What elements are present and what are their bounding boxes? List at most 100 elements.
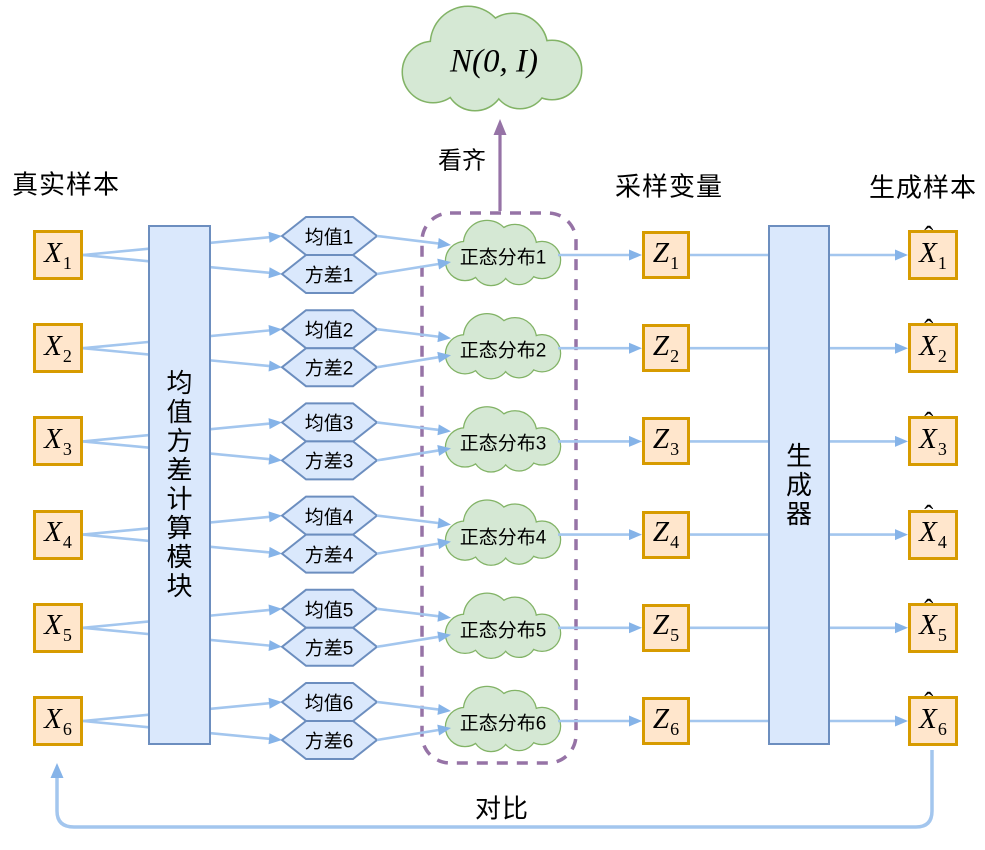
- z-to-xhat-arrow: [690, 249, 908, 261]
- x-to-variance-arrow: [82, 626, 282, 652]
- variance-to-cloud-arrow: [376, 724, 451, 742]
- normal-dist-cloud: [444, 406, 562, 473]
- flow-line: [376, 728, 441, 742]
- x-to-mean-arrow: [82, 511, 282, 536]
- flow-line: [82, 608, 272, 630]
- arrowhead: [437, 724, 451, 736]
- arrowhead: [437, 631, 451, 643]
- cloud-puff: [502, 716, 536, 750]
- flow-line: [376, 448, 441, 462]
- x-to-mean-arrow: [82, 697, 282, 723]
- variance-hexagon: [280, 533, 379, 574]
- standard-normal-cloud: [401, 5, 583, 112]
- mean-hexagon: [280, 588, 379, 629]
- flow-line: [376, 700, 441, 711]
- arrowhead: [268, 733, 282, 745]
- x-to-variance-arrow: [82, 253, 282, 279]
- flow-line: [376, 421, 441, 432]
- arrowhead: [437, 703, 451, 715]
- arrowhead: [629, 342, 642, 354]
- compare-arrow: [50, 750, 934, 829]
- arrowhead: [268, 511, 282, 523]
- flow-line: [376, 355, 441, 369]
- arrowhead: [629, 529, 642, 541]
- cloud-to-z-arrow: [558, 342, 642, 354]
- cloud-puff: [473, 435, 509, 472]
- flow-line: [82, 440, 272, 461]
- variance-to-cloud-arrow: [376, 351, 451, 369]
- mean-to-cloud-arrow: [376, 421, 451, 436]
- arrowhead: [268, 267, 282, 279]
- mean-hexagon: [280, 495, 379, 536]
- flow-line: [376, 262, 441, 276]
- x-to-variance-arrow: [82, 346, 282, 372]
- arrowhead: [437, 258, 451, 270]
- arrowhead: [437, 351, 451, 363]
- normal-dist-cloud: [444, 685, 562, 753]
- variance-hexagon: [280, 626, 379, 667]
- cloud-puff: [502, 622, 536, 657]
- flow-line: [82, 253, 272, 275]
- arrowhead: [629, 622, 642, 634]
- cloud-puff: [473, 715, 509, 751]
- cloud-puff: [473, 249, 509, 285]
- arrowhead: [437, 237, 451, 249]
- variance-hexagon: [280, 440, 379, 481]
- flow-line: [376, 327, 441, 339]
- x-to-mean-arrow: [82, 418, 282, 443]
- cloud-puff: [502, 436, 536, 471]
- latent-region-dashed-border: [420, 211, 578, 765]
- z-to-xhat-arrow: [690, 342, 908, 354]
- flow-line: [376, 607, 441, 618]
- cloud-puff: [502, 250, 536, 284]
- mean-to-cloud-arrow: [376, 700, 451, 715]
- cloud-to-z-arrow: [558, 435, 642, 447]
- arrowhead: [50, 763, 64, 778]
- x-to-variance-arrow: [82, 533, 282, 558]
- arrowhead: [437, 610, 451, 622]
- flow-line: [376, 635, 441, 649]
- cloud-to-z-arrow: [558, 715, 642, 727]
- x-to-variance-arrow: [82, 719, 282, 745]
- flow-line: [82, 328, 272, 350]
- arrowhead: [268, 360, 282, 372]
- z-to-xhat-arrow: [690, 529, 908, 541]
- normal-dist-cloud: [444, 499, 562, 566]
- z-to-xhat-arrow: [690, 622, 908, 634]
- x-to-variance-arrow: [82, 440, 282, 465]
- arrowhead: [629, 249, 642, 261]
- flow-line: [376, 514, 441, 525]
- mean-hexagon: [280, 309, 379, 350]
- arrowhead: [895, 529, 908, 541]
- arrowhead: [895, 342, 908, 354]
- flow-line: [82, 346, 272, 368]
- arrowhead: [895, 249, 908, 261]
- arrowhead: [437, 538, 451, 550]
- mean-to-cloud-arrow: [376, 234, 451, 249]
- compare-arrow-path: [55, 750, 934, 829]
- cloud-puff: [473, 342, 509, 379]
- flow-line: [82, 235, 272, 257]
- cloud-puff: [473, 621, 509, 658]
- flow-line: [82, 422, 272, 443]
- arrowhead: [268, 418, 282, 430]
- cloud-to-z-arrow: [558, 529, 642, 541]
- arrowhead: [268, 697, 282, 709]
- mean-hexagon: [280, 402, 379, 443]
- flow-line: [82, 515, 272, 536]
- z-to-xhat-arrow: [690, 715, 908, 727]
- normal-dist-cloud: [444, 219, 562, 287]
- normal-dist-cloud: [444, 312, 562, 380]
- variance-hexagon: [280, 254, 379, 294]
- arrowhead: [629, 435, 642, 447]
- cloud-puff: [446, 52, 504, 110]
- arrowhead: [437, 445, 451, 456]
- arrowhead: [437, 517, 451, 529]
- variance-to-cloud-arrow: [376, 445, 451, 462]
- x-to-mean-arrow: [82, 231, 282, 257]
- variance-to-cloud-arrow: [376, 631, 451, 649]
- mean-to-cloud-arrow: [376, 327, 451, 343]
- mean-to-cloud-arrow: [376, 514, 451, 529]
